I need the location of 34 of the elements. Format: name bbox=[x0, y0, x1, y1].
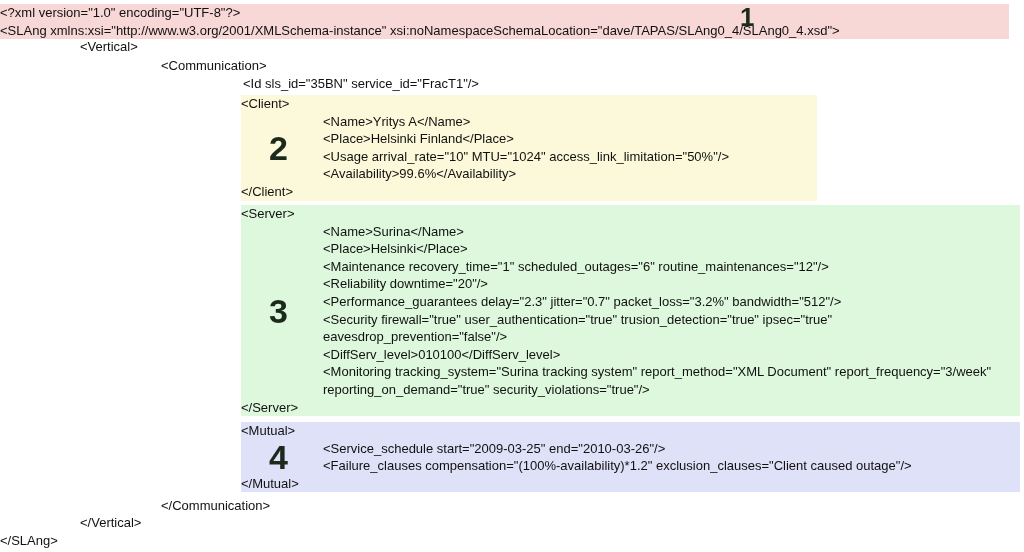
code-line: </SLAng> bbox=[0, 532, 58, 550]
code-line: </Server> bbox=[241, 398, 299, 417]
code-line: </Mutual> bbox=[241, 474, 299, 493]
section-number: 3 bbox=[269, 293, 288, 328]
code-line: <Place>Helsinki</Place> bbox=[323, 240, 468, 258]
code-line: </Client> bbox=[241, 182, 294, 201]
code-line: <Vertical> bbox=[80, 38, 138, 56]
code-line: <Availability>99.6%</Availability> bbox=[323, 165, 517, 183]
highlight-band bbox=[0, 4, 1009, 40]
code-line: </Vertical> bbox=[80, 514, 142, 532]
code-line: <DiffServ_level>010100</DiffServ_level> bbox=[323, 345, 561, 364]
code-line: <?xml version="1.0" encoding="UTF-8"?> bbox=[0, 4, 241, 22]
code-line: <Usage arrival_rate="10" MTU="1024" access_link_limitation="50%"/> bbox=[323, 147, 729, 166]
section-number: 4 bbox=[269, 440, 288, 474]
highlight-band bbox=[241, 422, 1020, 493]
code-line: <Security firewall="true" user_authentication="true" trusion_detection="true" ipsec="true" eavesdrop_prevention="false"/> bbox=[323, 310, 834, 346]
code-line: <Performance_guarantees delay="2.3" jitter="0.7" packet_loss="3.2%" bandwidth="512"/> bbox=[323, 292, 842, 311]
code-line: <Name>Surina</Name> bbox=[323, 222, 464, 241]
section-number: 2 bbox=[269, 131, 288, 165]
code-line: <Failure_clauses compensation="(100%-availability)*1.2" exclusion_clauses="Client caused outage"/> bbox=[323, 457, 912, 475]
code-line: <Service_schedule start="2009-03-25" end="2010-03-26"/> bbox=[323, 439, 666, 458]
code-line: <Server> bbox=[241, 205, 295, 223]
code-line: <Id sls_id="35BN" service_id="FracT1"/> bbox=[243, 75, 479, 93]
code-line: <Mutual> bbox=[241, 422, 296, 440]
code-line: </Communication> bbox=[161, 497, 271, 515]
code-line: <Client> bbox=[241, 95, 290, 113]
highlight-band bbox=[241, 95, 817, 201]
code-line: <Maintenance recovery_time="1" scheduled_outages="6" routine_maintenances="12"/> bbox=[323, 257, 829, 276]
code-line: <Monitoring tracking_system="Surina tracking system" report_method="XML Document" report_frequency="3/week" reporting_on_demand="true" security_violations="true"/> bbox=[323, 363, 993, 399]
code-line: <Place>Helsinki Finland</Place> bbox=[323, 130, 514, 148]
code-line: <Reliability downtime="20"/> bbox=[323, 275, 488, 293]
code-line: <Communication> bbox=[161, 57, 267, 75]
code-line: <Name>Yritys A</Name> bbox=[323, 112, 471, 131]
highlight-band bbox=[241, 205, 1020, 417]
